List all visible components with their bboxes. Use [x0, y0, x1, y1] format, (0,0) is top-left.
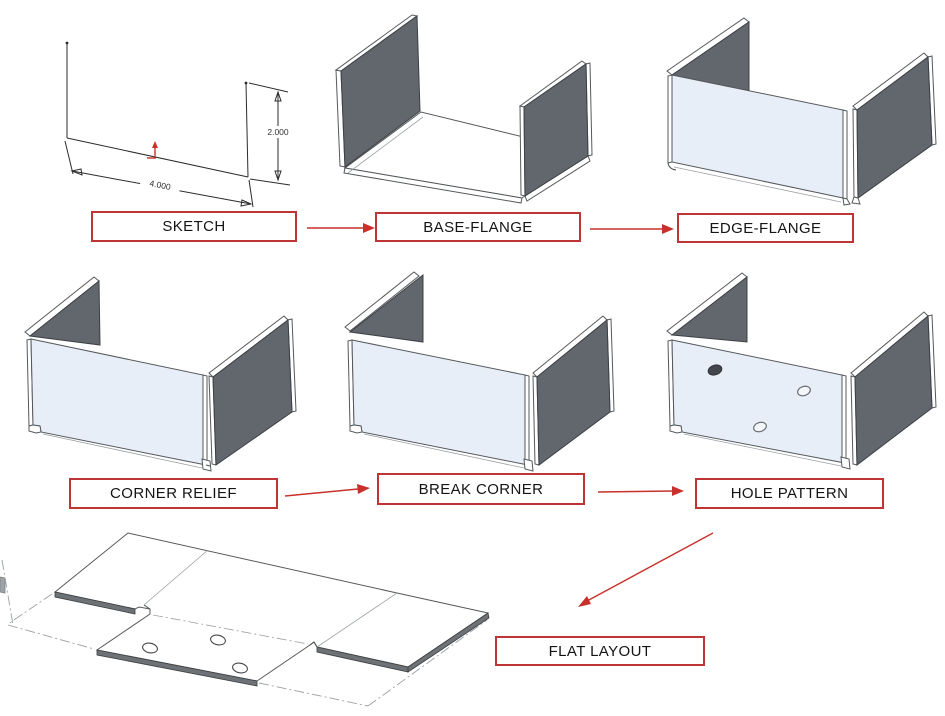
flat-layout-drawing — [0, 532, 490, 707]
step-label-corner-relief: CORNER RELIEF — [110, 485, 237, 502]
left-edge-fragment — [0, 576, 6, 594]
sketch-drawing: 2.000 4.000 — [64, 41, 293, 208]
step-box-base-flange: BASE-FLANGE — [375, 212, 581, 242]
flange-hole-3 — [753, 421, 767, 433]
step-label-base-flange: BASE-FLANGE — [423, 218, 533, 236]
arrow-sketch-to-base-flange — [307, 223, 375, 233]
flange-hole-1 — [707, 364, 723, 376]
arrow-hole-pattern-to-flat-layout — [578, 532, 714, 607]
arrow-base-flange-to-edge-flange — [590, 224, 674, 234]
sketch-dim-height: 2.000 — [267, 127, 289, 137]
step-label-break-corner: BREAK CORNER — [418, 480, 544, 498]
flat-hole-2 — [210, 634, 226, 646]
step-label-hole-pattern: HOLE PATTERN — [730, 485, 849, 502]
step-box-corner-relief: CORNER RELIEF — [69, 478, 278, 509]
model-hole-pattern — [666, 272, 937, 470]
step-box-hole-pattern: HOLE PATTERN — [695, 478, 884, 509]
flange-hole-2 — [797, 385, 811, 397]
sketch-origin-icon — [147, 141, 158, 159]
model-break-corner — [344, 271, 615, 472]
step-box-edge-flange: EDGE-FLANGE — [677, 213, 854, 243]
step-label-flat-layout: FLAT LAYOUT — [548, 642, 652, 660]
model-corner-relief — [24, 276, 297, 472]
flat-hole-3 — [232, 662, 248, 674]
arrow-break-corner-to-hole-pattern — [597, 486, 684, 496]
step-label-edge-flange: EDGE-FLANGE — [709, 219, 822, 237]
model-base-flange — [334, 14, 593, 204]
model-edge-flange — [666, 17, 937, 206]
flat-hole-1 — [142, 642, 158, 654]
arrow-corner-relief-to-break-corner — [284, 484, 370, 497]
step-box-break-corner: BREAK CORNER — [377, 473, 585, 505]
step-box-flat-layout: FLAT LAYOUT — [495, 636, 705, 666]
step-box-sketch: SKETCH — [91, 211, 297, 242]
step-label-sketch: SKETCH — [162, 218, 226, 235]
sketch-dim-width: 4.000 — [149, 178, 172, 192]
